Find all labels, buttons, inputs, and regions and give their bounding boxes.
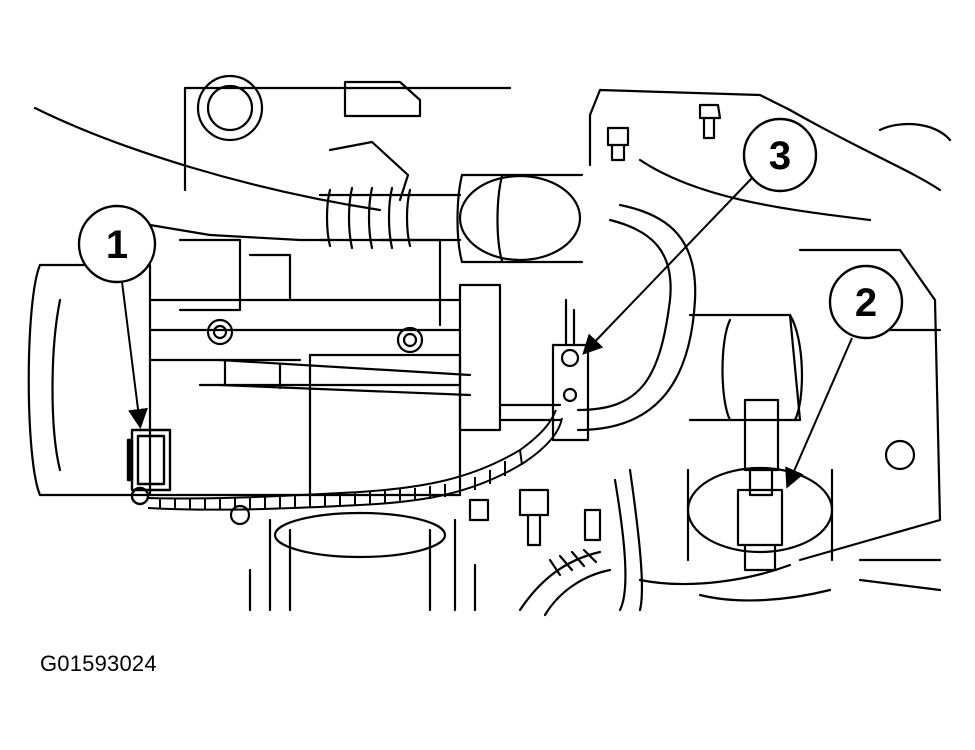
callout-3-number: 3 [769,134,791,178]
callout-1-circle [77,204,157,284]
sensor-1-connector [126,428,172,506]
callout-2-circle [828,264,904,340]
engine-linework [27,74,952,617]
callout-2: 2 [785,264,904,489]
callout-3: 3 [582,117,818,355]
callout-1-number: 1 [106,223,128,267]
callout-2-leader [785,337,853,489]
callout-3-leader [582,177,753,355]
wiring-harness [147,409,563,511]
callout-3-circle [742,117,818,193]
callout-2-number: 2 [855,281,877,325]
callout-1: 1 [77,204,157,429]
callout-1-leader [121,281,148,429]
figure-id-label: G01593024 [40,651,157,676]
